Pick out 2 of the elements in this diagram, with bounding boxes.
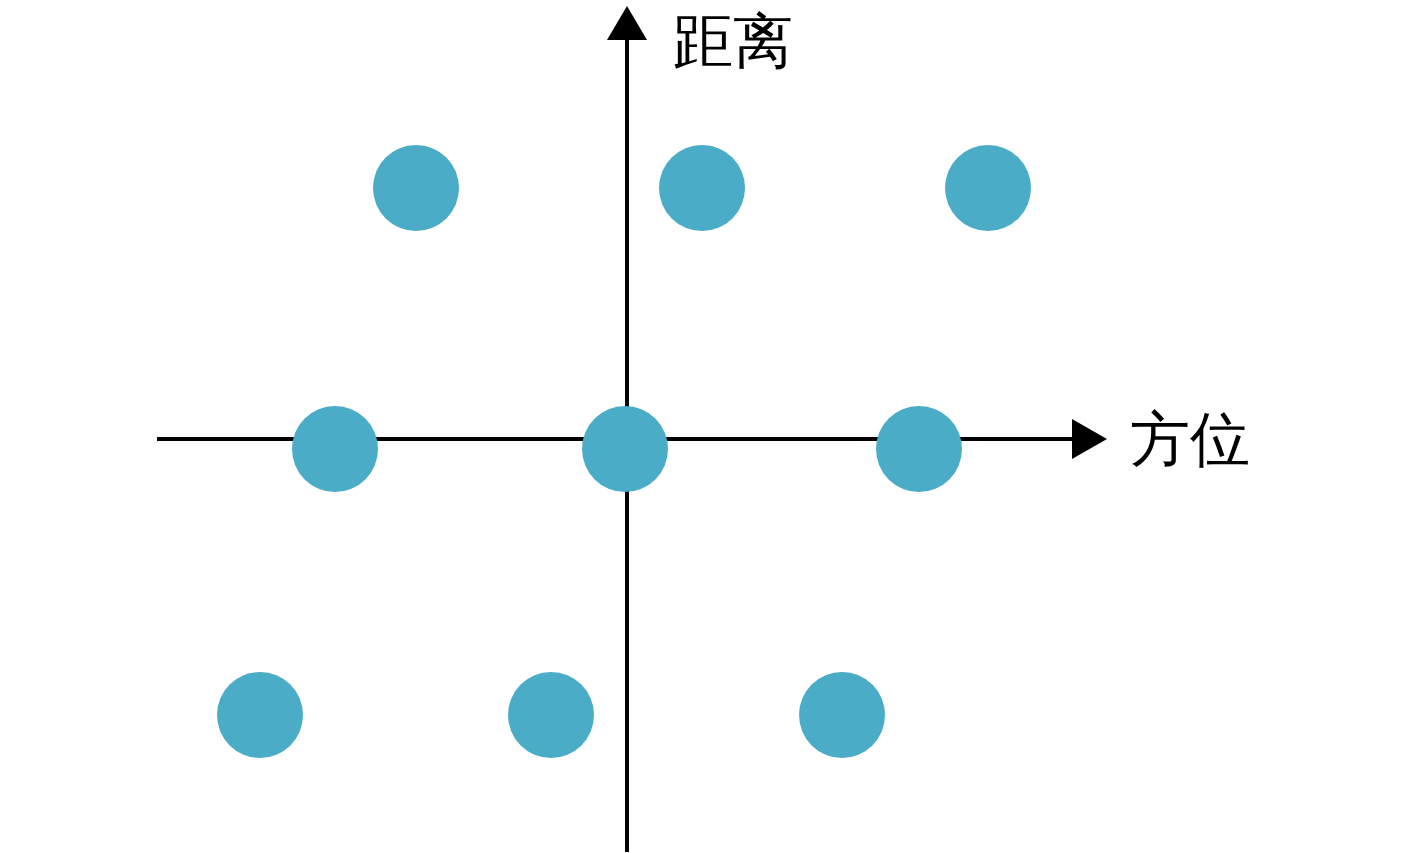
axis-label: 方位 [1130, 410, 1250, 470]
axis-label: 距离 [673, 12, 793, 72]
